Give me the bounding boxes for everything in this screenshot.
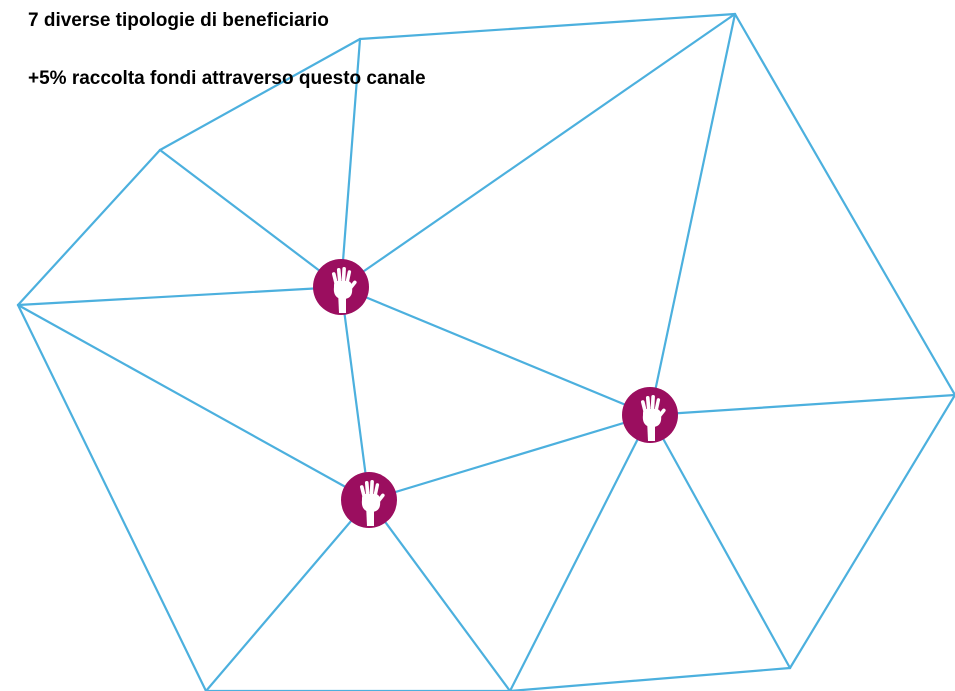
- network-edge: [358, 12, 737, 41]
- network-edge: [158, 37, 362, 152]
- network-edge: [367, 498, 512, 691]
- network-edge: [16, 285, 343, 307]
- network-edge: [339, 12, 737, 289]
- network-edge: [508, 413, 652, 691]
- stat-beneficiary-types: 7 diverse tipologie di beneficiario: [28, 10, 329, 31]
- network-edge: [339, 285, 652, 417]
- network-edge: [648, 12, 737, 417]
- network-edge: [204, 498, 371, 691]
- hub-node-right: [622, 387, 678, 443]
- network-edge: [648, 393, 955, 417]
- network-edges: [16, 12, 955, 691]
- network-edge: [508, 666, 792, 691]
- network-edge: [16, 303, 208, 691]
- network-edge: [339, 37, 362, 289]
- network-edge: [339, 285, 371, 502]
- network-edge: [788, 393, 955, 670]
- network-edge: [648, 413, 792, 670]
- network-edge: [16, 148, 162, 307]
- stat-fundraising-increase: +5% raccolta fondi attraverso questo can…: [28, 68, 426, 89]
- network-edge: [733, 12, 955, 397]
- hub-node-bottom: [341, 472, 397, 528]
- network-edge: [367, 413, 652, 502]
- network-edge: [16, 303, 371, 502]
- network-edge: [158, 148, 343, 289]
- hub-node-top: [313, 259, 369, 315]
